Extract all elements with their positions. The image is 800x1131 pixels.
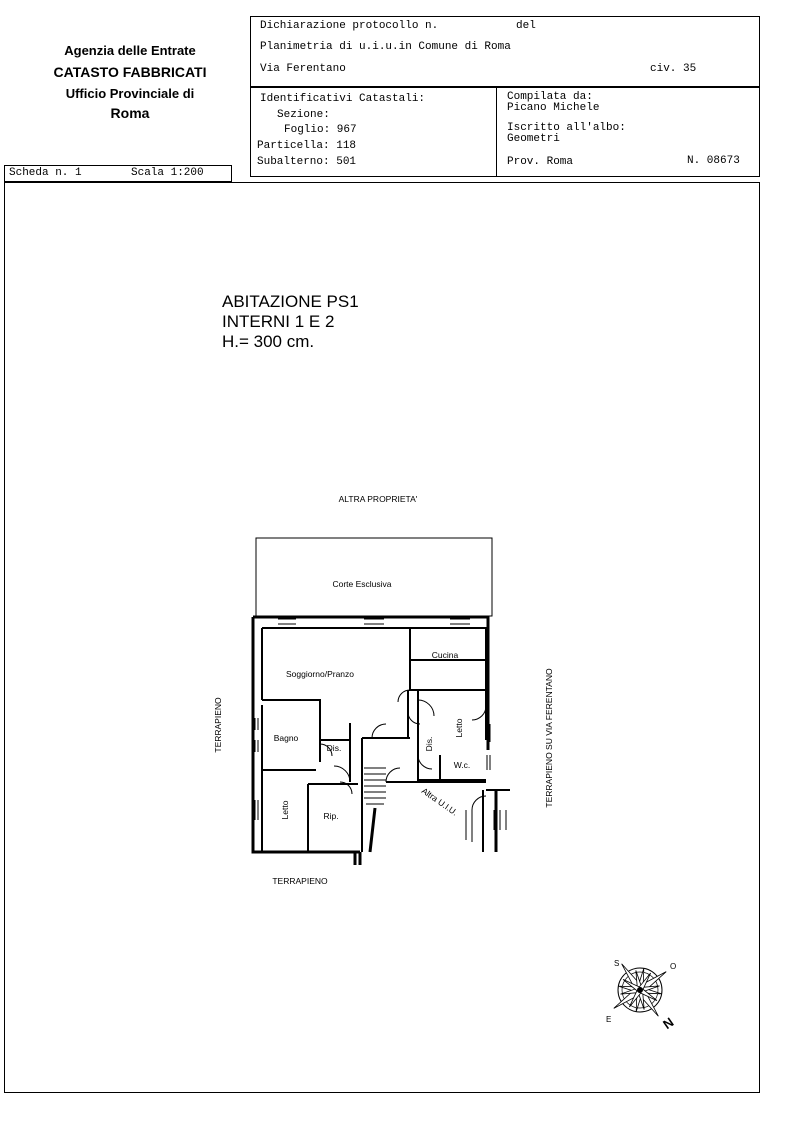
compass-e: E <box>606 1015 611 1024</box>
scheda-box <box>4 165 232 182</box>
compilatore-name: Picano Michele <box>507 102 600 114</box>
title-block: ABITAZIONE PS1 INTERNI 1 E 2 H.= 300 cm. <box>222 292 359 352</box>
corte-label: Corte Esclusiva <box>332 579 391 589</box>
scheda-number: Scheda n. 1 <box>9 167 82 179</box>
letto-1-label: Letto <box>454 718 464 737</box>
terrapieno-bottom-label: TERRAPIENO <box>272 876 328 886</box>
compass-rose: S O E N <box>606 959 676 1032</box>
particella-value: Particella: 118 <box>257 140 357 152</box>
dis-1-label: Dis. <box>327 743 342 753</box>
sezione-label: Sezione: <box>277 109 330 121</box>
title-line-3: H.= 300 cm. <box>222 332 315 351</box>
soggiorno-label: Soggiorno/Pranzo <box>286 669 354 679</box>
protocollo-label: Dichiarazione protocollo n. <box>260 20 439 32</box>
title-line-2: INTERNI 1 E 2 <box>222 312 335 331</box>
compass-n: N <box>660 1014 676 1032</box>
altra-uiu-label: Altra U.I.U. <box>420 786 460 818</box>
stairs <box>364 767 386 805</box>
iscritto-label: Iscritto all'albo: <box>507 122 626 134</box>
compass-o: O <box>670 962 676 971</box>
del-label: del <box>516 20 536 32</box>
agency-name: Agenzia delle Entrate <box>64 43 196 58</box>
letto-2-label: Letto <box>280 800 290 819</box>
scala-value: Scala 1:200 <box>131 167 204 179</box>
numero-albo: N. 08673 <box>687 155 740 167</box>
title-line-1: ABITAZIONE PS1 <box>222 292 359 311</box>
planimetria-text: Planimetria di u.i.u.in Comune di Roma <box>260 41 511 53</box>
terrapieno-right-label: TERRAPIENO SU VIA FERENTANO <box>544 668 554 808</box>
inner-walls <box>261 627 510 852</box>
foglio-value: Foglio: 967 <box>284 124 357 136</box>
compass-s: S <box>614 959 619 968</box>
subalterno-value: Subalterno: 501 <box>257 156 357 168</box>
dis-2-label: Dis. <box>424 737 434 752</box>
cucina-label: Cucina <box>432 650 459 660</box>
terrapieno-left-label: TERRAPIENO <box>213 697 223 753</box>
header-top-box <box>250 16 760 87</box>
agency-city: Roma <box>110 105 150 121</box>
identificativi-label: Identificativi Catastali: <box>260 93 426 105</box>
rip-label: Rip. <box>323 811 338 821</box>
via-text: Via Ferentano <box>260 63 346 75</box>
drawing-frame <box>4 182 760 1093</box>
agency-catasto: CATASTO FABBRICATI <box>53 64 207 80</box>
wc-label: W.c. <box>454 760 471 770</box>
outer-walls <box>251 615 498 865</box>
civ-text: civ. 35 <box>650 63 697 75</box>
albo-value: Geometri <box>507 133 560 145</box>
windows <box>254 618 507 830</box>
provincia-value: Prov. Roma <box>507 156 574 168</box>
header-divider <box>496 87 497 177</box>
bagno-label: Bagno <box>274 733 299 743</box>
compilata-label: Compilata da: <box>507 91 593 103</box>
corte-area <box>255 537 493 617</box>
header-bottom-box <box>250 87 760 177</box>
altra-proprieta-label: ALTRA PROPRIETA' <box>339 494 418 504</box>
door-swings <box>319 689 487 842</box>
agency-ufficio: Ufficio Provinciale di <box>65 86 195 101</box>
